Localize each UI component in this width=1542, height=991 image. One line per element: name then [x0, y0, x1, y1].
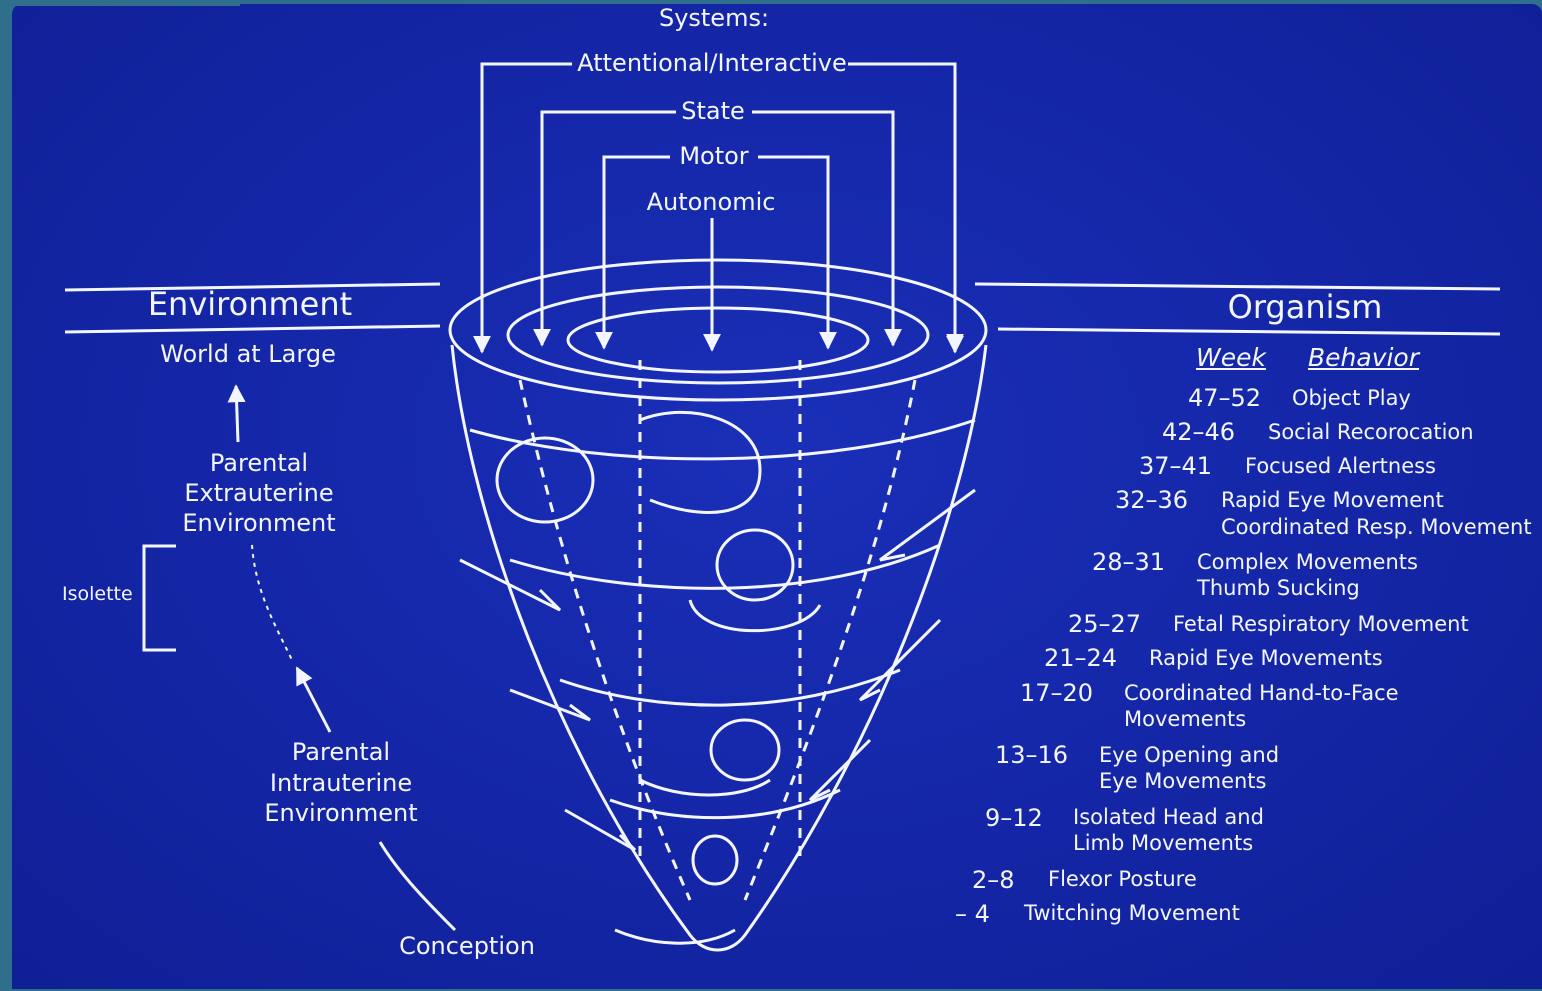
environment-heading: Environment — [148, 288, 352, 320]
week-column-header: Week — [1196, 345, 1266, 370]
behavior-text: Movements — [1124, 709, 1246, 730]
week-value: 13–16 — [995, 743, 1068, 767]
behavior-text: Social Recorocation — [1268, 422, 1474, 443]
behavior-text: Twitching Movement — [1024, 903, 1240, 924]
intrauterine-line1: Parental — [292, 740, 390, 764]
behavior-text: Flexor Posture — [1048, 869, 1197, 890]
system-motor: Motor — [679, 144, 748, 168]
extrauterine-line3: Environment — [182, 511, 335, 535]
behavior-text: Complex Movements — [1197, 552, 1418, 573]
week-value: 25–27 — [1068, 612, 1141, 636]
cone-outer-rim — [450, 260, 986, 400]
extrauterine-line1: Parental — [210, 451, 308, 475]
week-value: 47–52 — [1188, 386, 1261, 410]
extrauterine-line2: Extrauterine — [184, 481, 333, 505]
week-value: 32–36 — [1115, 488, 1188, 512]
intrauterine-line3: Environment — [264, 801, 417, 825]
behavior-text: Eye Opening and — [1099, 745, 1279, 766]
behavior-text: Eye Movements — [1099, 771, 1266, 792]
behavior-text: Isolated Head and — [1073, 807, 1264, 828]
world-at-large: World at Large — [160, 342, 336, 366]
behavior-text: Focused Alertness — [1245, 456, 1436, 477]
week-value: 42–46 — [1162, 420, 1235, 444]
arrow-intra-up — [297, 668, 330, 732]
systems-title: Systems: — [659, 6, 769, 30]
organism-heading: Organism — [1228, 291, 1383, 323]
behavior-column-header: Behavior — [1308, 345, 1419, 370]
isolette-label: Isolette — [62, 585, 133, 604]
week-value: 2–8 — [972, 868, 1015, 892]
behavior-text: Thumb Sucking — [1197, 578, 1360, 599]
system-state: State — [681, 99, 745, 123]
system-autonomic: Autonomic — [647, 190, 776, 214]
behavior-text: Coordinated Hand-to-Face — [1124, 683, 1399, 704]
behavior-text: Limb Movements — [1073, 833, 1253, 854]
behavior-text: Object Play — [1292, 388, 1411, 409]
behavior-text: Fetal Respiratory Movement — [1173, 614, 1469, 635]
system-attentional: Attentional/Interactive — [577, 51, 847, 75]
conception-label: Conception — [399, 934, 535, 958]
week-value: – 4 — [955, 902, 990, 926]
intrauterine-line2: Intrauterine — [270, 771, 412, 795]
week-value: 21–24 — [1044, 646, 1117, 670]
week-value: 17–20 — [1020, 681, 1093, 705]
week-value: 28–31 — [1092, 550, 1165, 574]
arrow-to-world — [236, 386, 238, 442]
behavior-text: Rapid Eye Movement — [1221, 490, 1444, 511]
behavior-text: Coordinated Resp. Movement — [1221, 517, 1532, 538]
week-value: 9–12 — [985, 806, 1043, 830]
week-value: 37–41 — [1139, 454, 1212, 478]
behavior-text: Rapid Eye Movements — [1149, 648, 1383, 669]
isolette-bracket — [144, 546, 176, 650]
